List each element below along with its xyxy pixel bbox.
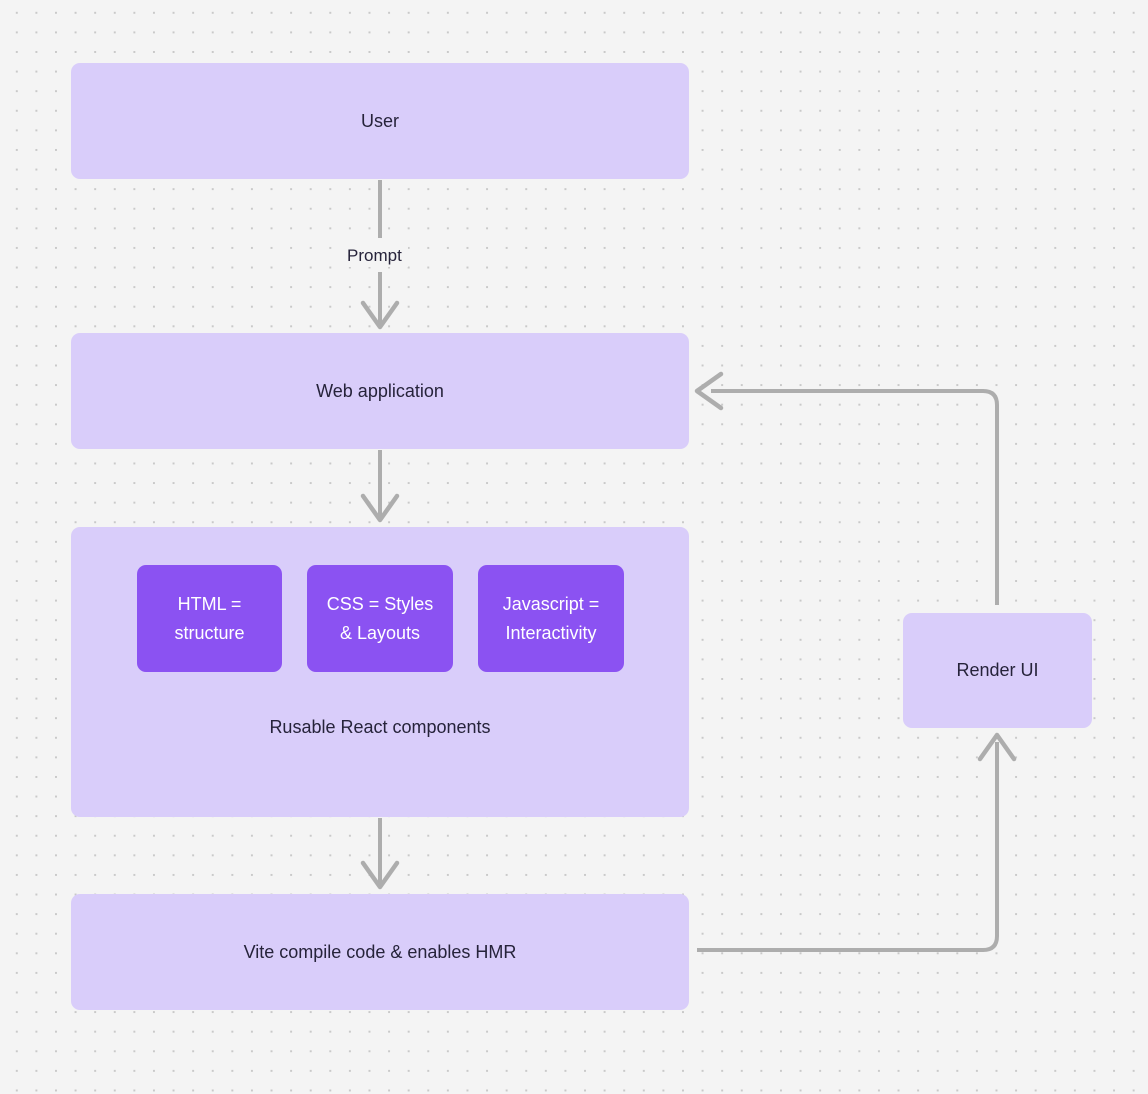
node-vite[interactable]: Vite compile code & enables HMR	[71, 894, 689, 1010]
node-react-components[interactable]: HTML = structure CSS = Styles & Layouts …	[71, 527, 689, 817]
node-web-application[interactable]: Web application	[71, 333, 689, 449]
node-render-ui[interactable]: Render UI	[903, 613, 1092, 728]
edge-label-prompt: Prompt	[341, 245, 408, 267]
node-vite-label: Vite compile code & enables HMR	[243, 941, 517, 962]
edge-vite-to-render	[697, 732, 1017, 952]
edge-render-to-webapp	[694, 371, 999, 605]
edge-webapp-to-components	[360, 450, 400, 523]
node-user-label: User	[360, 110, 399, 131]
chip-row: HTML = structure CSS = Styles & Layouts …	[137, 565, 624, 672]
chip-javascript[interactable]: Javascript = Interactivity	[478, 565, 624, 672]
chip-html[interactable]: HTML = structure	[137, 565, 282, 672]
node-user[interactable]: User	[71, 63, 689, 179]
node-web-application-label: Web application	[316, 380, 444, 401]
chip-css[interactable]: CSS = Styles & Layouts	[307, 565, 453, 672]
node-render-ui-label: Render UI	[956, 660, 1039, 681]
edge-components-to-vite	[360, 818, 400, 890]
node-react-components-caption: Rusable React components	[269, 717, 491, 737]
